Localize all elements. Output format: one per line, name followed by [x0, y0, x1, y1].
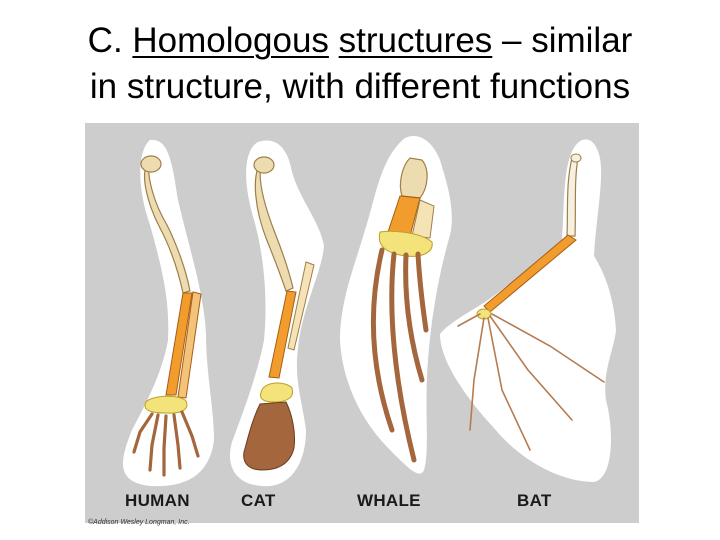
label-bat: BAT [517, 491, 552, 511]
label-human: HUMAN [125, 491, 190, 511]
label-whale: WHALE [357, 491, 421, 511]
copyright-credit: ©Addison Wesley Longman, Inc. [88, 519, 190, 526]
label-cat: CAT [241, 491, 276, 511]
